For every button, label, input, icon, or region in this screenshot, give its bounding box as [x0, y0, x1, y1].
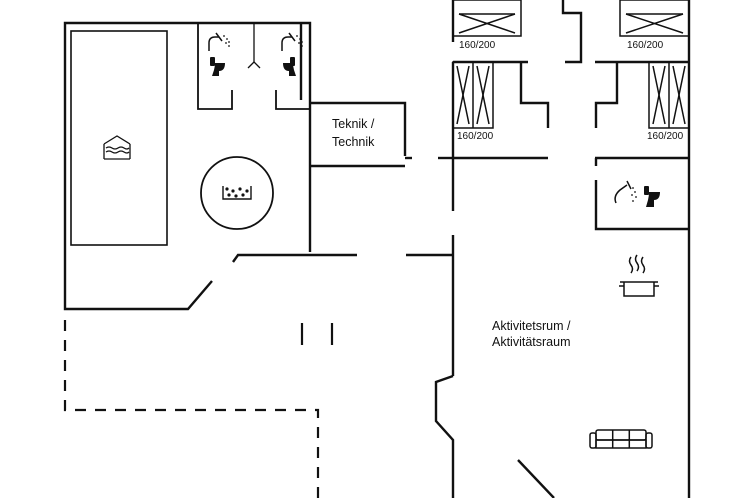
shower-divider	[247, 23, 261, 69]
shower-icon	[281, 32, 296, 51]
technik-label-2: Technik	[332, 135, 375, 149]
technik-walls	[310, 101, 453, 160]
bed-top-left	[452, 0, 522, 37]
shower-icon	[614, 180, 632, 204]
shower-cubicles	[197, 23, 311, 110]
toilet-icon	[283, 57, 296, 76]
shower-spray	[631, 187, 637, 202]
technik-label-1: Teknik /	[332, 117, 375, 131]
bed-size-label: 160/200	[459, 40, 496, 51]
terrace-outline	[63, 320, 320, 498]
terrace-markers	[300, 323, 334, 345]
aktivitet-label-2: Aktivitätsraum	[492, 335, 571, 349]
bed-top-right	[619, 0, 690, 37]
pool-icon	[103, 135, 131, 160]
bed-middle-left	[452, 61, 494, 129]
bed-size-label: 160/200	[627, 40, 664, 51]
bedroom-walls	[434, 0, 691, 498]
pool-basin	[70, 30, 168, 246]
cooking-pot-icon	[619, 254, 659, 297]
shower-icon	[208, 32, 223, 51]
whirlpool-icon	[200, 156, 274, 230]
toilet-icon	[644, 186, 660, 207]
bed-middle-right	[648, 61, 690, 129]
bed-size-label: 160/200	[647, 131, 684, 142]
sofa-icon	[589, 429, 653, 449]
bed-size-label: 160/200	[457, 131, 494, 142]
shower-spray	[296, 35, 303, 47]
toilet-icon	[210, 57, 225, 76]
shower-spray	[223, 35, 230, 47]
aktivitet-label-1: Aktivitetsrum /	[492, 319, 571, 333]
